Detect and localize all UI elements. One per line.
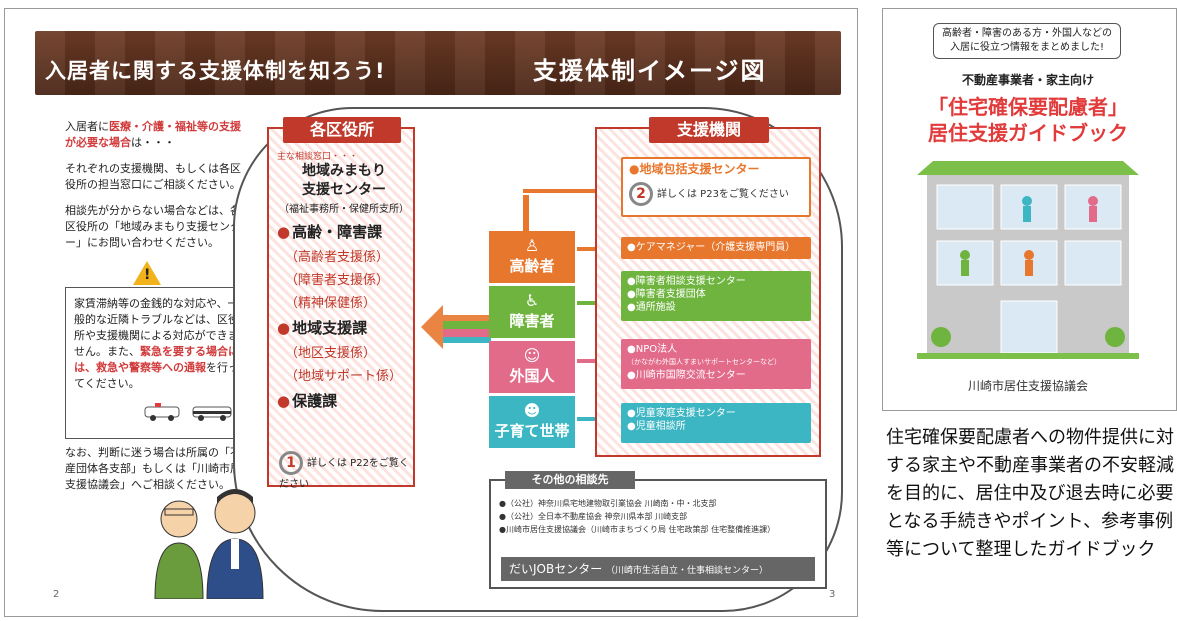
intro-part1: 入居者に bbox=[65, 120, 109, 133]
ward-item-elderly-disabled: 高齢・障害課 bbox=[277, 221, 411, 242]
group-elderly: ♙高齢者 bbox=[489, 231, 575, 283]
ward-subitem-support: （地域サポート係） bbox=[285, 369, 403, 384]
group-disabled: ♿障害者 bbox=[489, 286, 575, 338]
ward-subitem-elderly: （高齢者支援係） bbox=[285, 250, 390, 265]
elderly-icon: ♙ bbox=[524, 236, 540, 255]
other-heading: その他の相談先 bbox=[505, 471, 635, 489]
wheelchair-icon: ♿ bbox=[524, 291, 540, 310]
book-cover: 高齢者・障害のある方・外国人などの 入居に役立つ情報をまとめました! 不動産事業… bbox=[882, 8, 1177, 411]
cover-title-line1: 「住宅確保要配慮者」 bbox=[928, 95, 1128, 119]
page-number-left: 2 bbox=[53, 589, 60, 600]
ward-sub-label: 主な相談窓口・・・ bbox=[277, 152, 359, 162]
warning-box: 家賃滞納等の金銭的な対応や、一般的な近隣トラブルなどは、区役所や支援機関による対… bbox=[65, 287, 253, 439]
banner-right-title: 支援体制イメージ図 bbox=[533, 57, 767, 85]
intro-para2: 相談先が分からない場合などは、各区役所の「地域みまもり支援センター」にお問い合わ… bbox=[65, 204, 241, 249]
ward-center-line2: 支援センター bbox=[302, 182, 386, 198]
warning-text1: 家賃滞納等の金銭的な対応や、一般的な近隣トラブルなどは、区役所や支援機関による対… bbox=[74, 297, 239, 358]
arrow-elderly-top bbox=[523, 189, 617, 193]
ward-center-note: （福祉事務所・保健所支所） bbox=[279, 204, 409, 215]
cover-title-line2: 居住支援ガイドブック bbox=[928, 121, 1128, 145]
agency-heading: 支援機関 bbox=[649, 117, 769, 143]
agency-care-manager: ●ケアマネジャー（介護支援専門員） bbox=[621, 237, 811, 259]
guidebook-description: 住宅確保要配慮者への物件提供に対する家主や不動産事業者の不安軽減を目的に、居住中… bbox=[886, 427, 1174, 560]
ward-subitem-district: （地区支援係） bbox=[285, 346, 377, 361]
consultants-illustration bbox=[154, 489, 264, 599]
title-banner bbox=[35, 31, 841, 95]
warning-red-text: 緊急を要する場合には、救急や警察等への通報 bbox=[74, 345, 239, 374]
cover-bubble: 高齢者・障害のある方・外国人などの 入居に役立つ情報をまとめました! bbox=[933, 23, 1121, 59]
other-consultation-box: その他の相談先 ●（公社）神奈川県宅地建物取引業協会 川崎南・中・北支部 ●（公… bbox=[489, 471, 827, 589]
left-intro-text: 入居者に医療・介護・福祉等の支援が必要な場合は・・・ それぞれの支援機関、もしく… bbox=[65, 119, 245, 261]
intro-para1: それぞれの支援機関、もしくは各区役所の担当窓口にご相談ください。 bbox=[65, 162, 241, 191]
left-arrows-icon bbox=[421, 305, 491, 349]
cover-subtitle: 不動産事業者・家主向け bbox=[961, 73, 1094, 87]
people-icon: ☺ bbox=[523, 346, 541, 365]
ward-reference-text: 詳しくは P22をご覧ください bbox=[279, 458, 409, 490]
banner-left-title: 入居者に関する支援体制を知ろう! bbox=[45, 59, 386, 83]
ward-office-panel: 各区役所 主な相談窓口・・・ 地域みまもり 支援センター （福祉事務所・保健所支… bbox=[267, 117, 415, 490]
page-number-right: 3 bbox=[829, 589, 836, 600]
intro-red: 医療・介護・福祉等の支援が必要な場合 bbox=[65, 120, 241, 149]
ward-subitem-mental: （精神保健係） bbox=[285, 296, 377, 311]
agency-child: ●児童家庭支援センター ●児童相談所 bbox=[621, 403, 811, 443]
ward-office-body: 主な相談窓口・・・ 地域みまもり 支援センター （福祉事務所・保健所支所） 高齢… bbox=[277, 149, 411, 411]
ward-office-heading: 各区役所 bbox=[283, 117, 401, 143]
warning-text2: また、 bbox=[107, 345, 140, 358]
bottom-left-note: なお、判断に迷う場合は所属の「不動産団体各支部」もしくは「川崎市居住支援協議会」… bbox=[65, 446, 252, 491]
building-illustration bbox=[917, 161, 1139, 359]
magnifier-icon: 2 bbox=[629, 182, 653, 206]
other-list: ●（公社）神奈川県宅地建物取引業協会 川崎南・中・北支部 ●（公社）全日本不動産… bbox=[499, 499, 776, 534]
ambulance-police-car-icon bbox=[144, 403, 232, 421]
ward-item-welfare: 保護課 bbox=[277, 390, 411, 411]
ward-center-line1: 地域みまもり bbox=[302, 163, 386, 179]
intro-part2: は・・・ bbox=[131, 136, 175, 149]
ward-item-community: 地域支援課 bbox=[277, 317, 411, 338]
magnifier-icon: 1 bbox=[279, 451, 303, 475]
agency-foreigner: ●NPO法人 （かながわ外国人すまいサポートセンターなど） ●川崎市国際交流セン… bbox=[621, 339, 811, 389]
agency-disability: ●障害者相談支援センター ●障害者支援団体 ●通所施設 bbox=[621, 271, 811, 321]
group-childcare: ☻子育て世帯 bbox=[489, 396, 575, 448]
target-groups: ♙高齢者 ♿障害者 ☺外国人 ☻子育て世帯 bbox=[489, 231, 575, 451]
job-center-bar: だいJOBセンター （川崎市生活自立・仕事相談センター） bbox=[501, 557, 815, 581]
ward-subitem-disabled: （障害者支援係） bbox=[285, 273, 390, 288]
warning-icon: ! bbox=[133, 261, 161, 285]
cover-publisher: 川崎市居住支援協議会 bbox=[967, 379, 1088, 393]
guidebook-spread: 入居者に関する支援体制を知ろう! 支援体制イメージ図 入居者に医療・介護・福祉等… bbox=[4, 8, 858, 617]
arrow-elderly-up bbox=[523, 195, 529, 235]
family-icon: ☻ bbox=[523, 401, 541, 420]
warning-text3: を行ってください。 bbox=[74, 361, 239, 390]
group-foreigner: ☺外国人 bbox=[489, 341, 575, 393]
